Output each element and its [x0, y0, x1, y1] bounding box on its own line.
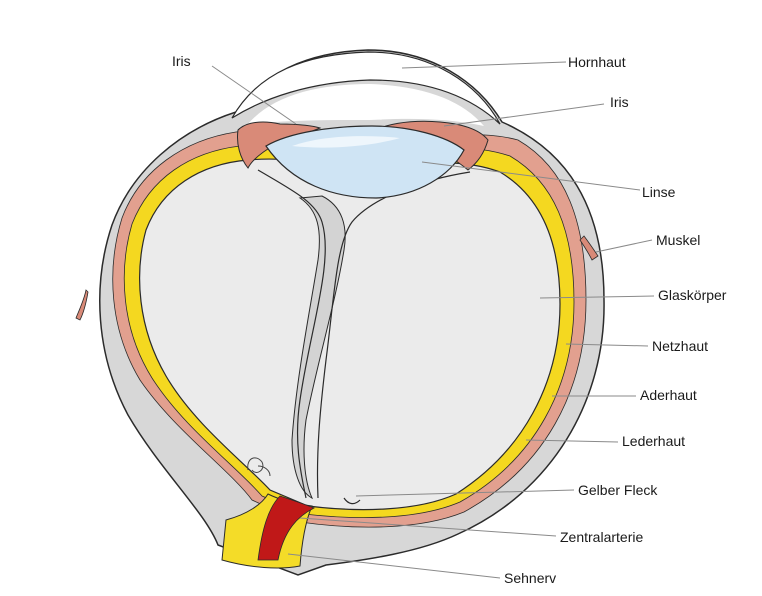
label-aderhaut: Aderhaut [640, 387, 697, 403]
label-muskel: Muskel [656, 232, 700, 248]
label-iris-right: Iris [610, 94, 629, 110]
label-lederhaut: Lederhaut [622, 433, 685, 449]
label-linse: Linse [642, 184, 676, 200]
label-netzhaut: Netzhaut [652, 338, 708, 354]
muscle-left-stub [76, 290, 88, 320]
label-iris-left: Iris [172, 53, 191, 69]
label-hornhaut: Hornhaut [568, 54, 626, 70]
label-sehnerv: Sehnerv [504, 570, 556, 586]
leader-muskel [596, 240, 652, 252]
label-zentralarterie: Zentralarterie [560, 529, 643, 545]
label-gelber-fleck: Gelber Fleck [578, 482, 658, 498]
label-glaskoerper: Glaskörper [658, 287, 727, 303]
